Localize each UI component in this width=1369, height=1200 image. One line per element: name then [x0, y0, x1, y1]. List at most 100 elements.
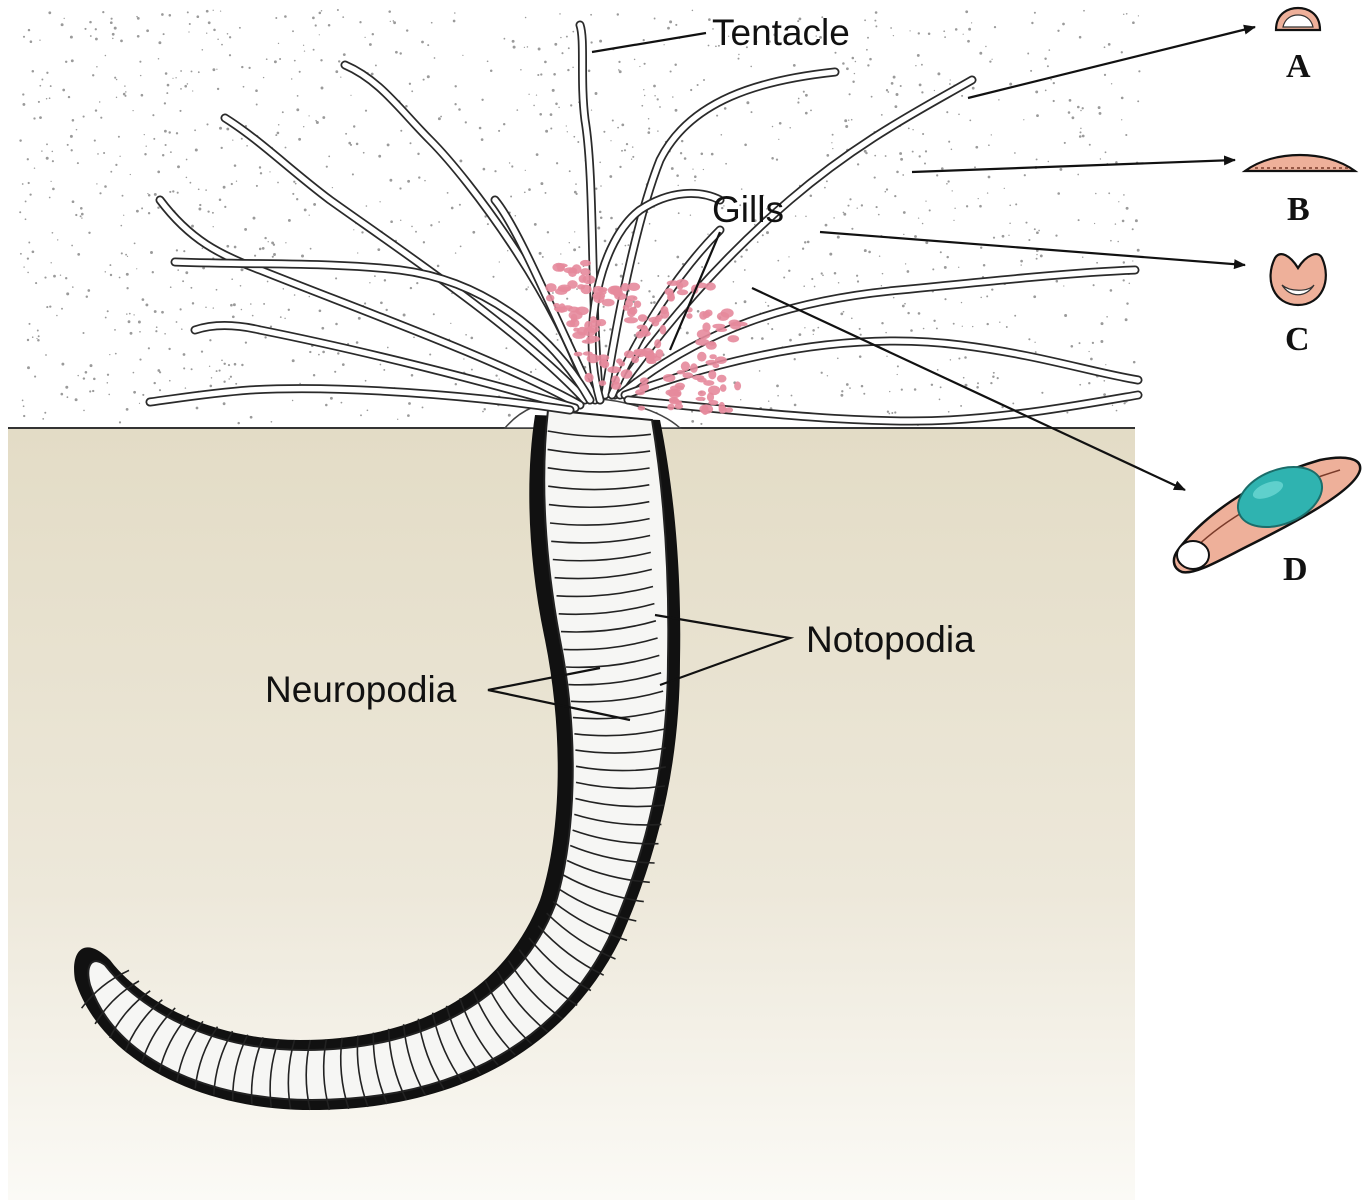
stipple-dot [842, 62, 845, 65]
stipple-dot [654, 239, 657, 242]
stipple-dot [1048, 49, 1051, 51]
stipple-dot [887, 91, 890, 93]
body-segment [287, 1039, 296, 1110]
stipple-dot [843, 212, 847, 216]
stipple-dot [262, 76, 265, 79]
stipple-dot [836, 235, 840, 239]
stipple-dot [136, 15, 138, 18]
stipple-dot [329, 396, 333, 400]
stipple-dot [1125, 206, 1129, 210]
stipple-dot [251, 314, 254, 317]
gill-filament [639, 382, 650, 392]
arrow-to-c [819, 230, 1246, 270]
stipple-dot [60, 392, 64, 396]
gill-filament [584, 372, 594, 383]
stipple-dot [70, 59, 74, 63]
stipple-dot [740, 399, 742, 401]
stipple-dot [873, 176, 876, 179]
stipple-dot [761, 234, 764, 237]
stipple-dot [616, 13, 620, 16]
stipple-dot [115, 96, 118, 99]
gill-filament [665, 389, 680, 397]
stipple-dot [308, 115, 310, 117]
stipple-dot [82, 377, 86, 380]
stipple-dot [1126, 302, 1129, 305]
stipple-dot [409, 286, 413, 290]
gill-filament [580, 259, 591, 267]
stipple-dot [890, 82, 894, 85]
stipple-dot [700, 422, 703, 425]
gill-filament [667, 403, 675, 411]
stipple-dot [803, 241, 807, 244]
stipple-dot [486, 60, 489, 63]
stipple-dot [168, 14, 172, 17]
stipple-dot [754, 31, 757, 33]
stipple-dot [275, 17, 278, 19]
stipple-dot [552, 292, 554, 294]
stipple-dot [169, 286, 172, 289]
stipple-dot [158, 389, 162, 392]
stipple-dot [328, 155, 331, 158]
body-segment [507, 960, 564, 1020]
stipple-dot [886, 410, 890, 413]
stipple-dot [124, 85, 126, 87]
stipple-dot [524, 16, 527, 19]
stipple-dot [856, 207, 858, 209]
stipple-dot [451, 292, 453, 295]
stipple-dot [1118, 201, 1120, 203]
stipple-dot [1110, 239, 1112, 242]
stipple-dot [1009, 82, 1013, 86]
gill-filament [705, 282, 716, 291]
stipple-dot [720, 134, 723, 136]
stipple-dot [863, 392, 866, 395]
stipple-dot [544, 191, 547, 194]
stipple-dot [374, 64, 377, 67]
stipple-dot [183, 250, 186, 253]
stipple-dot [383, 279, 387, 282]
stipple-dot [573, 135, 576, 138]
stipple-dot [340, 401, 343, 404]
stipple-dot [703, 79, 705, 81]
stipple-dot [389, 20, 391, 23]
stipple-dot [933, 319, 936, 323]
stipple-dot [653, 301, 656, 304]
stipple-dot [161, 13, 164, 16]
stipple-dot [292, 192, 295, 195]
stipple-dot [153, 381, 156, 385]
stipple-dot [999, 321, 1001, 323]
stipple-dot [511, 165, 514, 168]
gill-filament [697, 351, 707, 362]
stipple-dot [702, 168, 705, 171]
gill-filament [581, 339, 596, 344]
stipple-dot [75, 128, 78, 131]
gill-filament [552, 262, 565, 272]
stipple-dot [29, 193, 32, 196]
stipple-dot [1052, 81, 1055, 85]
stipple-dot [512, 45, 516, 49]
gill-filament [682, 372, 694, 379]
stipple-dot [158, 371, 162, 374]
stipple-dot [909, 30, 911, 32]
stipple-dot [750, 111, 753, 114]
stipple-dot [109, 273, 113, 277]
stipple-dot [99, 192, 102, 195]
stipple-dot [388, 10, 391, 13]
stipple-dot [960, 404, 963, 407]
stipple-dot [190, 368, 193, 371]
stipple-dot [191, 224, 194, 228]
stipple-dot [303, 50, 306, 52]
tentacle-fill [589, 190, 723, 403]
stipple-dot [426, 75, 430, 79]
stipple-dot [912, 128, 914, 131]
stipple-dot [65, 385, 69, 389]
cross-section-c-groove [1281, 284, 1315, 296]
stipple-dot [417, 152, 420, 156]
stipple-dot [377, 248, 381, 252]
stipple-dot [1080, 127, 1082, 130]
stipple-dot [136, 34, 140, 38]
stipple-dot [109, 353, 111, 356]
stipple-dot [386, 346, 389, 349]
stipple-dot [196, 15, 200, 19]
stipple-dot [351, 173, 354, 176]
stipple-dot [22, 93, 25, 96]
